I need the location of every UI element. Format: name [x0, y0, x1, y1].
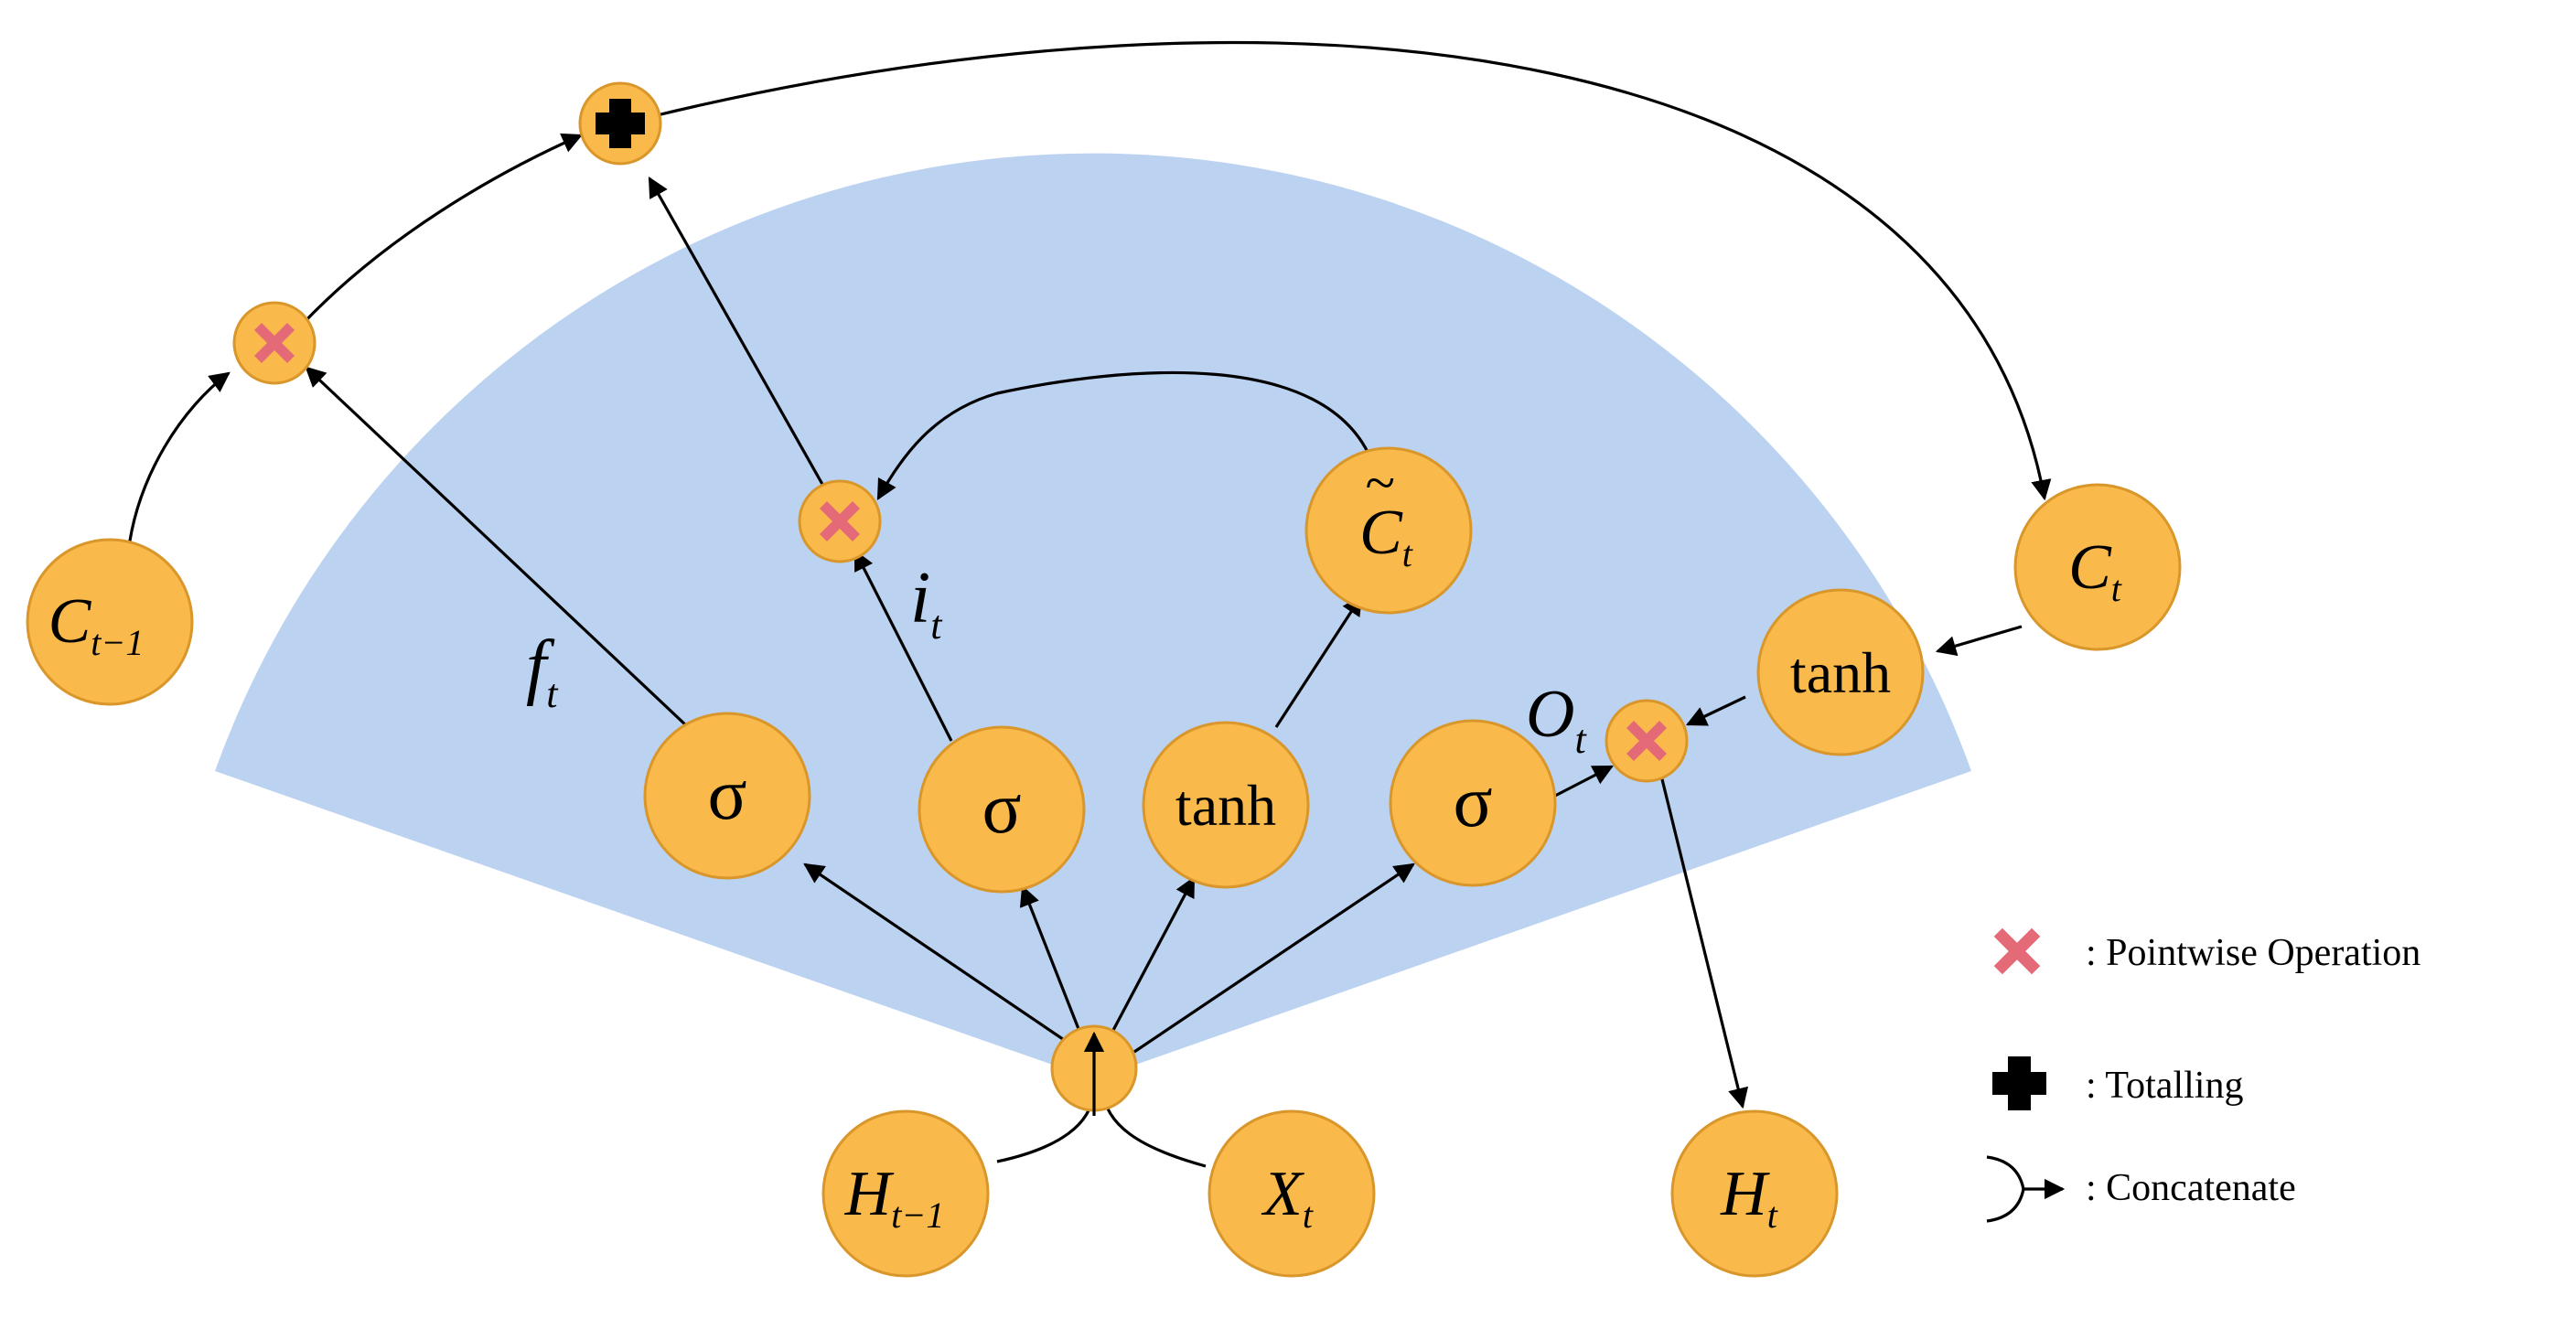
svg-text:Xt: Xt [1261, 1159, 1314, 1236]
legend-pointwise: : Pointwise Operation [1993, 927, 2420, 975]
tanh-candidate: tanh [1142, 721, 1310, 889]
sigma-output-label: σ [1453, 762, 1492, 842]
input-multiply-op [798, 479, 882, 563]
edges [126, 40, 2052, 1168]
concatenate-arrow-icon [1986, 1155, 2066, 1223]
svg-text:~: ~ [1365, 453, 1394, 513]
legend-concatenate-text: : Concatenate [2086, 1167, 2296, 1209]
legend-concatenate: : Concatenate [1986, 1155, 2296, 1223]
svg-text:Ct: Ct [2068, 532, 2122, 609]
node-x-t: Xt [1208, 1109, 1376, 1278]
sigma-forget-gate: σ [643, 712, 811, 880]
lstm-cell-sector [215, 153, 1971, 1079]
node-h-t: Ht [1670, 1109, 1839, 1278]
legend-pointwise-text: : Pointwise Operation [2086, 932, 2420, 974]
forget-multiply-op [232, 301, 317, 385]
tanh-candidate-label: tanh [1175, 773, 1276, 838]
label-i-t: it [910, 558, 943, 648]
svg-text:Ct−1: Ct−1 [48, 586, 145, 663]
plus-op [578, 81, 662, 166]
output-multiply-op [1605, 699, 1689, 783]
plus-icon [1992, 1056, 2046, 1110]
cross-mark-icon [1993, 927, 2041, 975]
tanh-cell: tanh [1756, 588, 1925, 756]
label-o-t: Ot [1526, 677, 1587, 762]
node-c-tilde: ~ Ct [1304, 446, 1473, 615]
legend-totalling-text: : Totalling [2086, 1065, 2243, 1107]
tanh-cell-label: tanh [1790, 640, 1891, 705]
sigma-forget-label: σ [707, 755, 746, 835]
plus-icon [596, 99, 645, 148]
svg-text:Ht−1: Ht−1 [844, 1159, 945, 1236]
sigma-input-gate: σ [918, 725, 1086, 894]
node-c-prev: Ct−1 [26, 538, 194, 706]
sigma-input-label: σ [982, 768, 1021, 849]
svg-text:Ht: Ht [1720, 1159, 1778, 1236]
sigma-output-gate: σ [1389, 719, 1557, 887]
label-f-t: ft [526, 627, 559, 716]
svg-text:Ct: Ct [1359, 498, 1413, 574]
legend-totalling: : Totalling [1992, 1056, 2243, 1110]
node-c-t: Ct [2013, 483, 2182, 651]
legend: : Pointwise Operation : Totalling : Conc… [1986, 927, 2420, 1223]
node-h-prev: Ht−1 [821, 1109, 990, 1278]
